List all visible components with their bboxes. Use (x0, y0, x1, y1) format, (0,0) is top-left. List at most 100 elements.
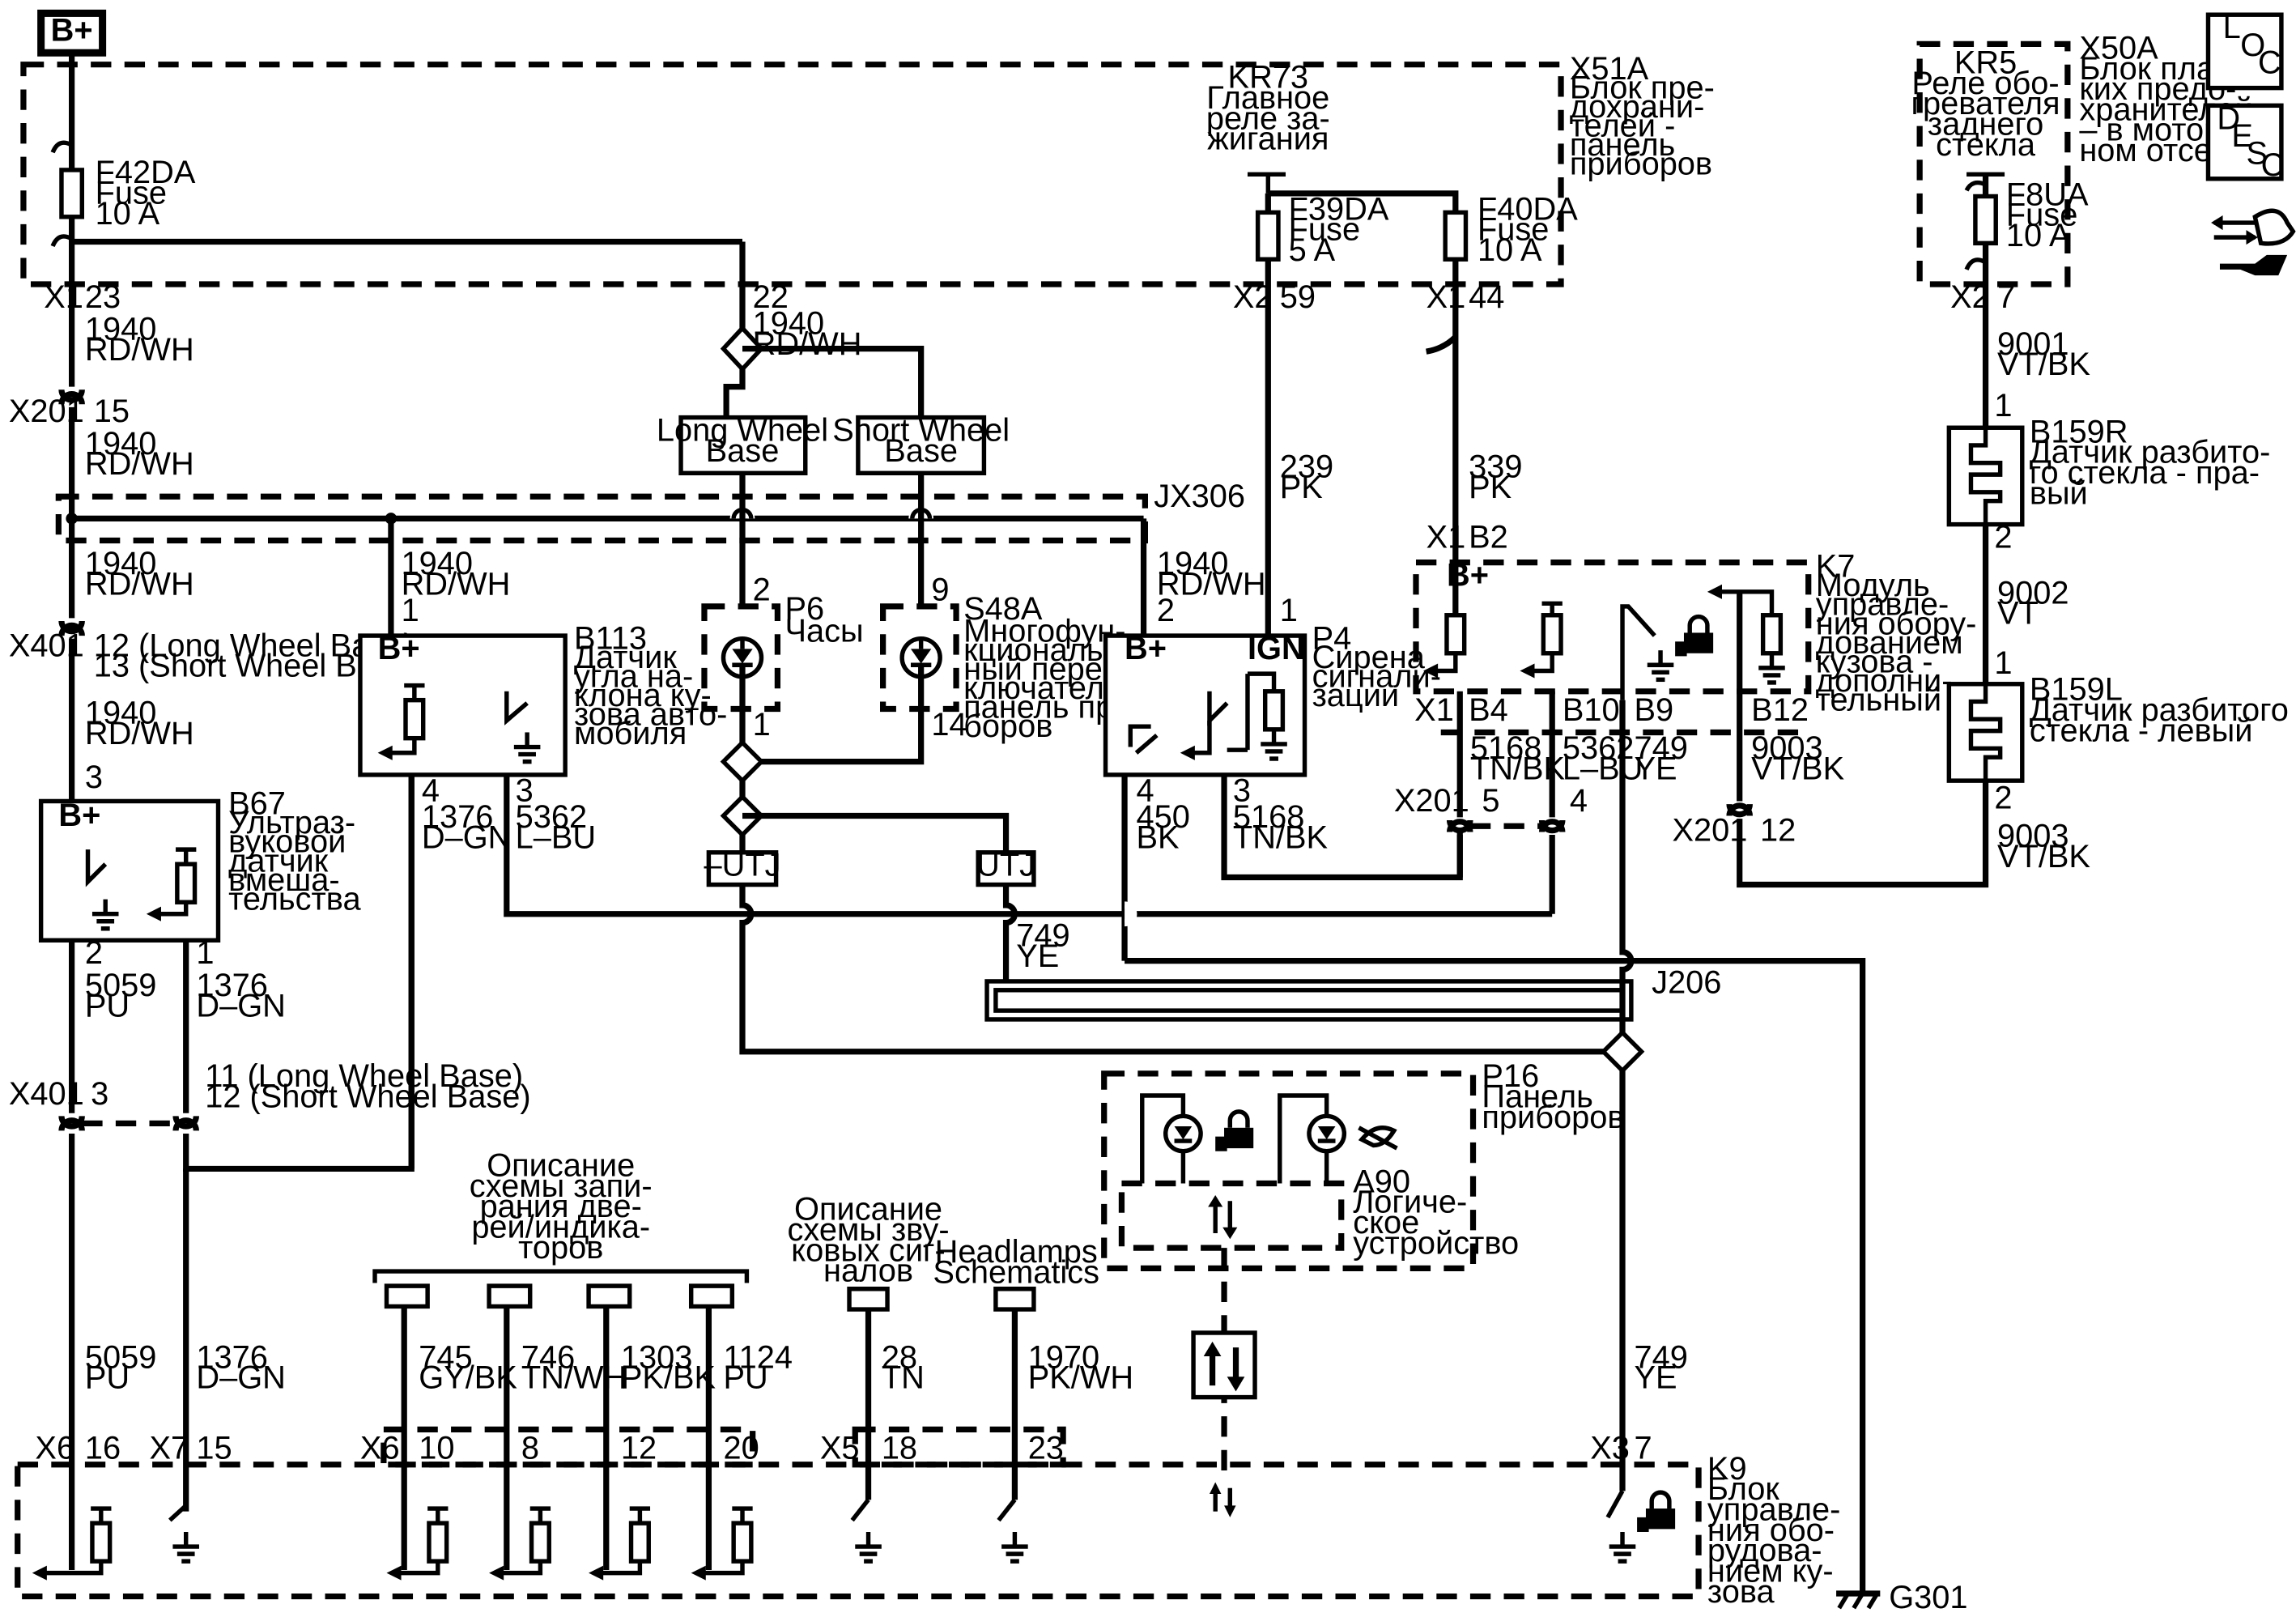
svg-text:3: 3 (85, 760, 103, 795)
svg-text:телей -: телей - (1570, 108, 1675, 143)
body-control-module-k7 (1413, 560, 1812, 695)
svg-text:Base: Base (706, 433, 780, 469)
svg-text:F40DA: F40DA (1478, 191, 1578, 227)
svg-text:B+: B+ (1125, 631, 1167, 666)
svg-text:Headlamps: Headlamps (935, 1234, 1098, 1270)
svg-text:X6: X6 (35, 1431, 74, 1466)
body-control-module-k9 (15, 1462, 1702, 1600)
svg-text:гревателя: гревателя (1911, 86, 2060, 121)
svg-text:ния обо-: ния обо- (1707, 1513, 1835, 1548)
utj-positive: UTJ (976, 848, 1036, 887)
svg-text:X50A: X50A (2079, 30, 2158, 66)
svg-text:3: 3 (1233, 772, 1251, 808)
svg-text:1: 1 (753, 707, 771, 743)
svg-text:PK/WH: PK/WH (1028, 1360, 1133, 1396)
svg-text:28: 28 (882, 1339, 917, 1375)
svg-text:9003: 9003 (1751, 730, 1823, 766)
svg-text:сигнали-: сигнали- (1312, 658, 1441, 694)
svg-text:2: 2 (753, 572, 771, 608)
svg-text:749: 749 (1016, 918, 1069, 954)
svg-text:схемы запи-: схемы запи- (470, 1168, 653, 1204)
svg-text:жигания: жигания (1207, 121, 1329, 157)
svg-text:B67: B67 (228, 786, 286, 822)
svg-text:1940: 1940 (85, 696, 156, 731)
svg-text:1303: 1303 (621, 1339, 692, 1375)
svg-text:зации: зации (1312, 678, 1400, 713)
svg-text:5168: 5168 (1470, 730, 1542, 766)
desc-icon[interactable]: D E S C (2205, 100, 2284, 183)
svg-text:го стекла - пра-: го стекла - пра- (2030, 455, 2260, 491)
svg-text:Описание: Описание (487, 1147, 635, 1183)
svg-text:5362: 5362 (516, 799, 587, 835)
svg-text:TN/WH: TN/WH (521, 1360, 627, 1396)
svg-text:14: 14 (931, 707, 967, 743)
fuse-f8ua-label: F8UA Fuse 10 A (2006, 177, 2089, 253)
svg-text:10 A: 10 A (96, 196, 160, 232)
svg-text:9002: 9002 (1997, 575, 2069, 611)
svg-text:L–BU: L–BU (1563, 751, 1643, 786)
svg-text:2: 2 (1157, 593, 1175, 628)
svg-text:P4: P4 (1312, 620, 1352, 656)
svg-text:X1: X1 (1426, 520, 1466, 555)
svg-text:PU: PU (723, 1360, 767, 1396)
fuse-f40da-label: F40DA Fuse 10 A (1478, 191, 1578, 268)
svg-text:4: 4 (1570, 783, 1588, 819)
svg-text:B4: B4 (1469, 692, 1508, 728)
loc-icon[interactable]: L O C (2205, 10, 2284, 91)
svg-text:Описание: Описание (794, 1192, 942, 1228)
svg-text:4: 4 (1137, 772, 1154, 808)
svg-text:7: 7 (1997, 279, 2015, 315)
svg-text:1940: 1940 (1157, 546, 1229, 581)
svg-text:ское: ское (1353, 1205, 1419, 1240)
svg-text:1376: 1376 (196, 1339, 267, 1375)
fuse-f42da (59, 168, 84, 219)
bplus-supply: B+ (37, 9, 107, 57)
svg-text:749: 749 (1634, 1339, 1687, 1375)
junction-jx306-outline (55, 493, 1148, 544)
car-alarm-icon (1358, 1126, 1398, 1151)
connector-tool-icon[interactable] (2211, 208, 2296, 276)
svg-text:управле-: управле- (1707, 1492, 1841, 1528)
svg-text:1970: 1970 (1028, 1339, 1100, 1375)
svg-text:X2: X2 (1233, 279, 1273, 315)
svg-text:вуковой: вуковой (228, 824, 346, 860)
svg-text:3: 3 (516, 772, 534, 808)
svg-text:K9: K9 (1707, 1451, 1747, 1487)
svg-text:TN/BK: TN/BK (1233, 819, 1329, 855)
svg-text:X201: X201 (1673, 812, 1748, 848)
svg-text:X7: X7 (149, 1431, 189, 1466)
svg-text:239: 239 (1280, 449, 1333, 485)
fuse-f8ua (1973, 194, 1998, 246)
svg-text:угла на-: угла на- (574, 658, 693, 694)
svg-text:RD/WH: RD/WH (1157, 566, 1266, 602)
svg-text:B+: B+ (378, 631, 420, 666)
lock-icon (1637, 1492, 1675, 1532)
fuse-f39da-label: F39DA Fuse 5 A (1289, 191, 1389, 268)
svg-text:12: 12 (1760, 812, 1796, 848)
svg-text:TN/BK: TN/BK (1470, 751, 1566, 786)
svg-text:10 A: 10 A (2006, 218, 2071, 253)
svg-text:1: 1 (1994, 645, 2012, 681)
svg-text:Блок пре-: Блок пре- (1570, 70, 1715, 105)
svg-text:B12: B12 (1751, 692, 1809, 728)
svg-text:450: 450 (1137, 799, 1190, 835)
svg-text:PU: PU (85, 988, 130, 1023)
svg-text:11 (Long Wheel Base): 11 (Long Wheel Base) (205, 1058, 523, 1094)
svg-text:23: 23 (85, 279, 121, 315)
svg-text:18: 18 (882, 1431, 917, 1466)
svg-text:1: 1 (402, 593, 419, 628)
svg-text:1940: 1940 (753, 305, 825, 341)
svg-text:X2: X2 (1950, 279, 1990, 315)
svg-text:O: O (2240, 28, 2265, 63)
svg-text:Датчик: Датчик (574, 640, 677, 675)
svg-text:F39DA: F39DA (1289, 191, 1389, 227)
svg-text:Long Wheel: Long Wheel (657, 413, 828, 449)
svg-text:B10: B10 (1563, 692, 1620, 728)
svg-text:Блок: Блок (1707, 1471, 1779, 1507)
svg-text:X1: X1 (1414, 692, 1454, 728)
svg-text:5: 5 (1482, 783, 1499, 819)
svg-text:749: 749 (1634, 730, 1687, 766)
svg-text:дохрани-: дохрани- (1570, 89, 1704, 125)
fuse-f40da (1443, 210, 1469, 262)
